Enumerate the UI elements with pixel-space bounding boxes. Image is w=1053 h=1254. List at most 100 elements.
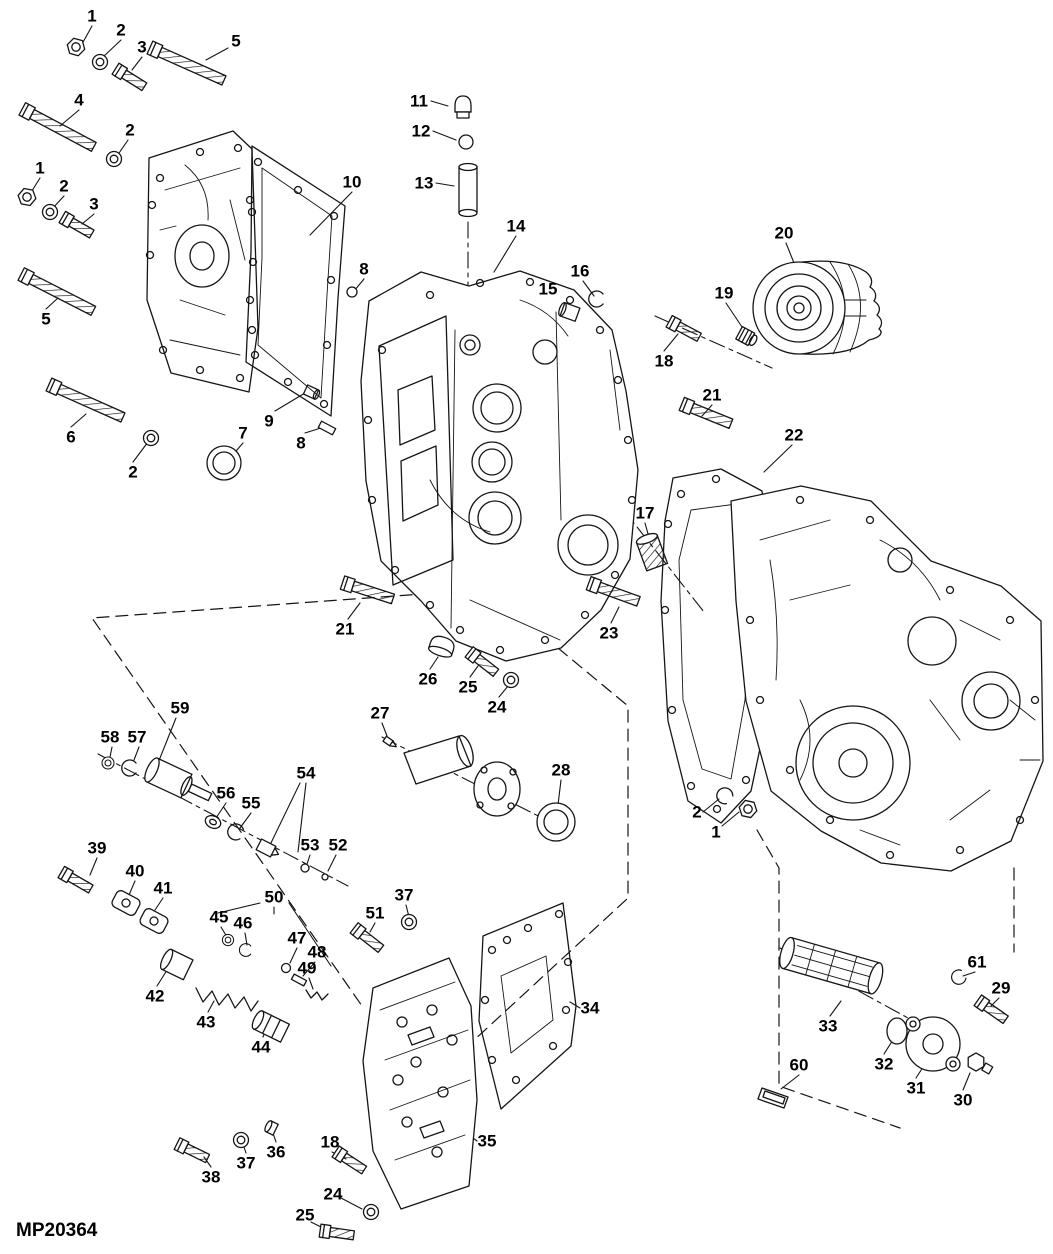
part-oring-32 — [886, 1017, 908, 1045]
callout-label: 9 — [264, 411, 274, 431]
callout-label: 13 — [414, 173, 434, 193]
callout-label: 26 — [418, 669, 438, 689]
part-front-housing — [145, 130, 259, 393]
part-gasket-34 — [478, 902, 577, 1110]
callout-label: 3 — [137, 37, 147, 57]
part-code: MP20364 — [16, 1220, 98, 1241]
callout-label: 37 — [394, 885, 414, 905]
callout-label: 51 — [365, 903, 385, 923]
callout-label: 1 — [35, 158, 45, 178]
callout-label: 34 — [580, 998, 600, 1018]
callout-label: 21 — [702, 385, 722, 405]
callout-label: 28 — [551, 760, 571, 780]
leader-lines — [29, 25, 1000, 1231]
callout-label: 48 — [307, 942, 327, 962]
callout-label: 4 — [74, 90, 84, 110]
part-plug-15 — [558, 301, 581, 322]
part-pump-27-28 — [382, 734, 576, 842]
callout-label: 46 — [233, 913, 253, 933]
callout-label: 54 — [296, 763, 316, 783]
callout-label: 27 — [370, 703, 390, 723]
callout-label: 29 — [991, 978, 1011, 998]
callout-label: 7 — [238, 423, 248, 443]
callout-label: 15 — [538, 279, 558, 299]
callout-label: 55 — [241, 793, 261, 813]
callout-label: 59 — [170, 698, 190, 718]
part-plug-26 — [428, 635, 455, 658]
construction-dashed-lines — [91, 591, 1015, 1129]
callout-label: 14 — [506, 216, 526, 236]
part-plug-30 — [967, 1052, 994, 1075]
callout-label: 45 — [209, 907, 229, 927]
callout-label: 60 — [789, 1055, 809, 1075]
callout-label: 5 — [231, 31, 241, 51]
callout-label: 35 — [477, 1131, 497, 1151]
callout-label: 36 — [266, 1142, 286, 1162]
callout-label: 37 — [236, 1153, 256, 1173]
callout-label: 58 — [100, 727, 120, 747]
callout-label: 40 — [125, 861, 145, 881]
callout-label: 11 — [410, 91, 428, 111]
hardware-bottom-center — [173, 1120, 380, 1243]
callout-label: 1 — [87, 6, 97, 26]
callout-label: 2 — [116, 20, 126, 40]
callout-label: 19 — [714, 283, 734, 303]
callout-label: 17 — [635, 503, 655, 523]
callout-label: 12 — [411, 121, 431, 141]
callout-label: 42 — [145, 986, 165, 1006]
callout-label: 25 — [458, 677, 478, 697]
callout-label: 24 — [487, 697, 507, 717]
callout-label: 5 — [41, 309, 51, 329]
part-fitting-19 — [735, 325, 758, 347]
part-rear-housing — [730, 485, 1044, 872]
callout-label: 32 — [874, 1054, 894, 1074]
part-key-60 — [757, 1087, 789, 1109]
part-seal-7 — [206, 445, 242, 481]
callout-label: 8 — [359, 259, 369, 279]
callout-label: 61 — [967, 952, 987, 972]
callout-label: 33 — [818, 1016, 838, 1036]
callout-label: 25 — [295, 1205, 315, 1225]
callout-label: 41 — [153, 878, 173, 898]
callout-label: 24 — [323, 1184, 343, 1204]
callout-label: 16 — [570, 261, 590, 281]
part-dowel-8 — [317, 420, 337, 436]
part-valve-train — [57, 756, 418, 1043]
callout-label: 52 — [328, 835, 348, 855]
callout-label: 1 — [711, 822, 721, 842]
part-suction-screen-33 — [779, 936, 884, 995]
part-main-case-14 — [360, 270, 639, 662]
callout-label: 18 — [320, 1132, 340, 1152]
hardware-top-left — [16, 36, 358, 481]
callout-label: 2 — [692, 802, 702, 822]
part-cover-31 — [905, 1016, 961, 1072]
callout-label: 22 — [784, 425, 804, 445]
part-valve-body-35 — [362, 957, 478, 1210]
callout-label: 21 — [335, 619, 355, 639]
part-screen-17 — [635, 532, 669, 572]
callout-label: 47 — [287, 928, 307, 948]
callout-label: 18 — [654, 351, 674, 371]
callout-label: 3 — [89, 194, 99, 214]
part-breather-11-12-13 — [454, 95, 478, 218]
part-oil-filter-20 — [752, 260, 883, 355]
callout-label: 30 — [953, 1090, 973, 1110]
callout-label: 39 — [87, 838, 107, 858]
callout-label: 44 — [251, 1037, 271, 1057]
callout-label: 23 — [599, 623, 619, 643]
part-ball-8 — [346, 286, 358, 298]
callout-label: 8 — [296, 433, 306, 453]
part-gasket-10 — [245, 145, 346, 417]
callout-label: 53 — [300, 835, 320, 855]
callout-label: 2 — [59, 176, 69, 196]
callout-label: 43 — [196, 1012, 216, 1032]
callout-label: 10 — [342, 172, 362, 192]
callout-label: 2 — [125, 120, 135, 140]
callout-label: 56 — [216, 783, 236, 803]
callout-label: 31 — [906, 1078, 926, 1098]
callout-label: 38 — [201, 1167, 221, 1187]
callout-label: 50 — [264, 887, 284, 907]
